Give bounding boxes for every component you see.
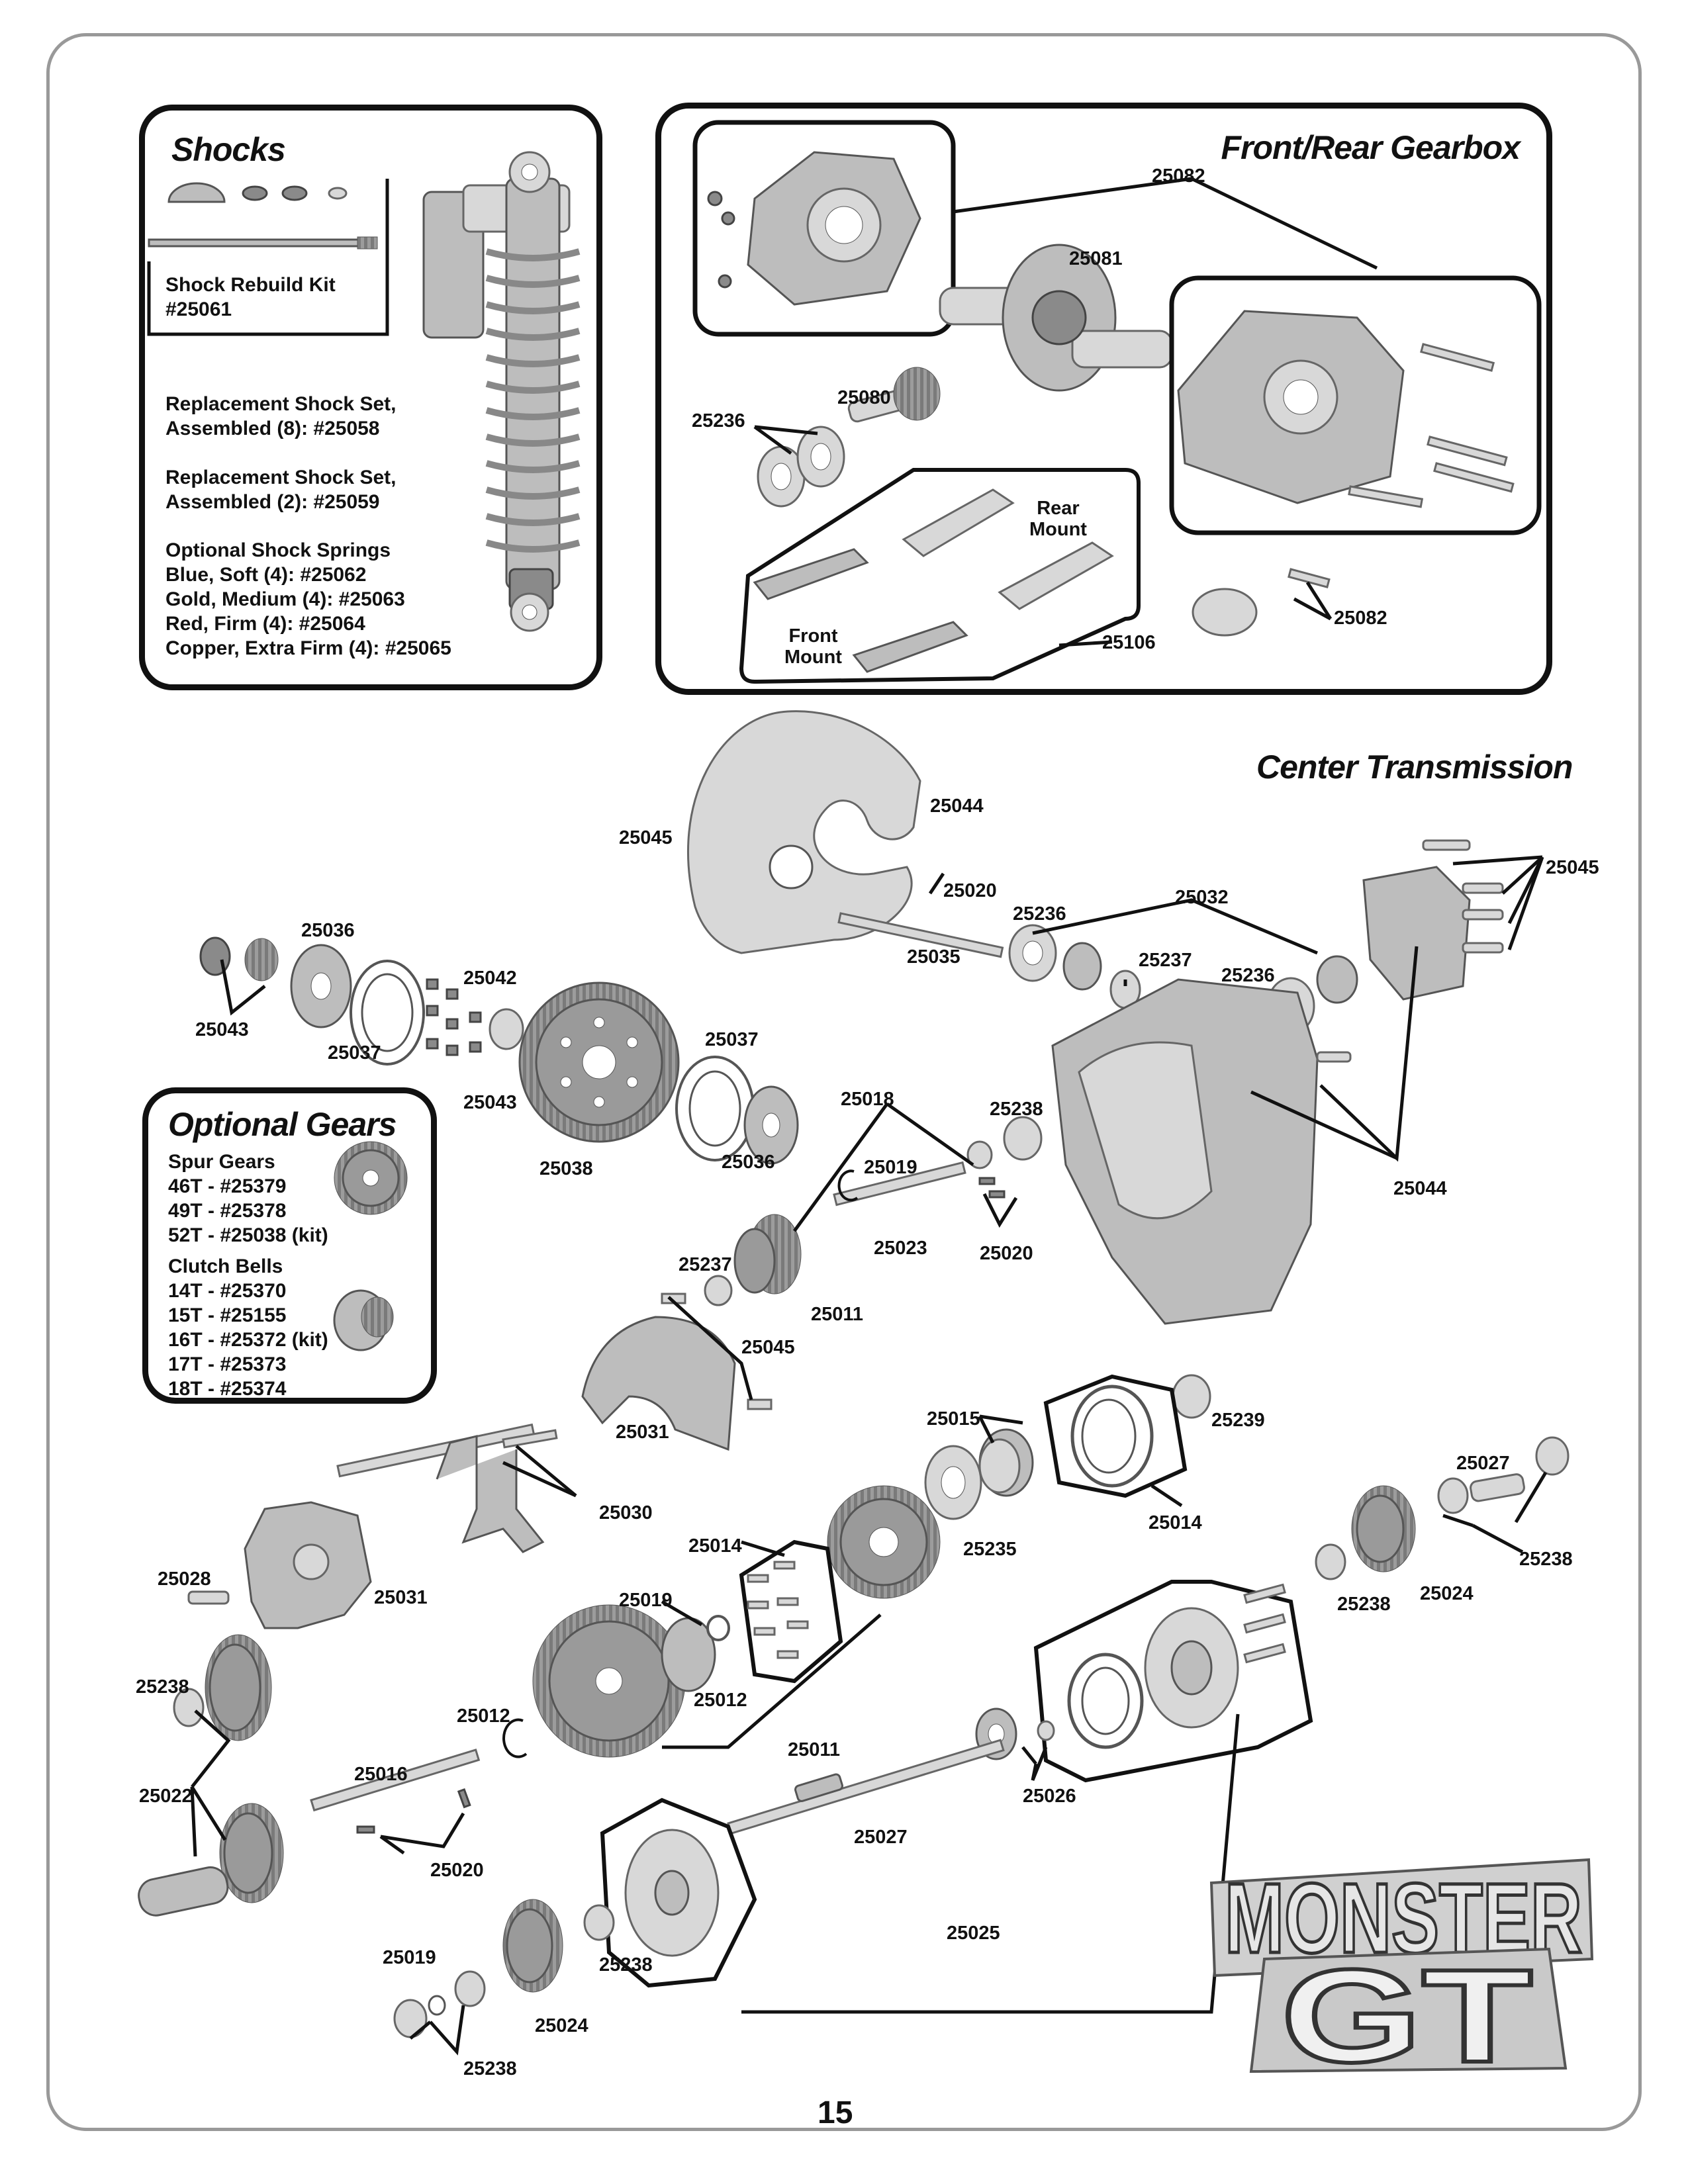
label-25082-top: 25082 <box>1152 165 1205 187</box>
gearbox-pinion-bearings <box>757 367 941 508</box>
label-25106: 25106 <box>1102 632 1156 653</box>
label-25025: 25025 <box>947 1923 1000 1944</box>
gearbox-case-half-left <box>707 151 921 306</box>
shock-springs-text: Optional Shock Springs Blue, Soft (4): #… <box>165 539 451 659</box>
label-25238-b: 25238 <box>1519 1549 1573 1570</box>
label-25236-gearbox: 25236 <box>692 410 745 432</box>
shocks-title: Shocks <box>171 131 286 168</box>
label-25020-a: 25020 <box>943 880 997 901</box>
label-rear-mount: Rear Mount <box>1029 498 1087 540</box>
label-25018: 25018 <box>841 1089 894 1110</box>
label-25011-a: 25011 <box>811 1304 864 1325</box>
label-25238-d: 25238 <box>136 1676 189 1698</box>
label-25023: 25023 <box>874 1238 927 1259</box>
label-25030: 25030 <box>599 1502 653 1524</box>
shock-rebuild-kit-text: Shock Rebuild Kit #25061 <box>165 274 336 320</box>
monster-gt-logo: MONSTER GT <box>1209 1858 1594 2075</box>
label-25238-e: 25238 <box>599 1954 653 1976</box>
label-25027-b: 25027 <box>854 1827 908 1848</box>
label-25238-a: 25238 <box>990 1099 1043 1120</box>
label-25019-a: 25019 <box>864 1157 917 1178</box>
label-25026: 25026 <box>1023 1786 1076 1807</box>
label-25044-a: 25044 <box>930 796 984 817</box>
spur-gears-list: Spur Gears 46T - #25379 49T - #25378 52T… <box>168 1151 328 1246</box>
label-25024-b: 25024 <box>535 2015 588 2036</box>
label-25019-c: 25019 <box>383 1947 436 1968</box>
gearbox-panel: Front/Rear Gearbox <box>655 103 1552 695</box>
gearbox-case-half-right <box>1177 310 1515 508</box>
label-25238-c: 25238 <box>1337 1594 1391 1615</box>
label-25237-b: 25237 <box>679 1254 732 1275</box>
center-transmission-title: Center Transmission <box>1256 749 1573 786</box>
label-25236-b: 25236 <box>1221 965 1275 986</box>
label-25043-a: 25043 <box>195 1019 249 1040</box>
label-25035: 25035 <box>907 946 961 968</box>
label-25012-a: 25012 <box>694 1690 747 1711</box>
label-25032: 25032 <box>1175 887 1229 908</box>
label-25045-a: 25045 <box>619 827 673 848</box>
label-25031-a: 25031 <box>616 1422 669 1443</box>
page-number: 15 <box>818 2095 853 2130</box>
label-25238-f: 25238 <box>463 2058 517 2079</box>
label-25239: 25239 <box>1211 1410 1265 1431</box>
gearbox-mounts <box>753 488 1114 673</box>
label-25011-b: 25011 <box>788 1739 841 1760</box>
label-25012-b: 25012 <box>457 1706 510 1727</box>
label-25020-c: 25020 <box>430 1860 484 1881</box>
label-25042: 25042 <box>463 968 517 989</box>
center-spur-cover-plate <box>687 710 921 954</box>
label-25014-a: 25014 <box>1149 1512 1202 1533</box>
label-25022: 25022 <box>139 1786 193 1807</box>
label-25036-a: 25036 <box>301 920 355 941</box>
label-25037-a: 25037 <box>328 1042 381 1064</box>
label-25031-b: 25031 <box>374 1587 428 1608</box>
label-25019-b: 25019 <box>619 1590 673 1611</box>
shock-set-2-text: Replacement Shock Set, Assembled (2): #2… <box>165 467 397 513</box>
label-25015: 25015 <box>927 1408 980 1430</box>
gearbox-clamp <box>1192 568 1331 637</box>
label-25043-b: 25043 <box>463 1092 517 1113</box>
gearbox-differential <box>939 244 1173 392</box>
label-25045-b: 25045 <box>1546 857 1599 878</box>
label-25020-b: 25020 <box>980 1243 1033 1264</box>
page-frame <box>46 33 1642 2131</box>
label-25037-b: 25037 <box>705 1029 759 1050</box>
gearbox-title: Front/Rear Gearbox <box>1221 129 1521 166</box>
label-25237-a: 25237 <box>1139 950 1192 971</box>
label-25044-b: 25044 <box>1393 1178 1447 1199</box>
shock-set-8-text: Replacement Shock Set, Assembled (8): #2… <box>165 393 397 439</box>
label-25080: 25080 <box>837 387 891 408</box>
label-25014-b: 25014 <box>688 1535 742 1557</box>
label-25036-b: 25036 <box>722 1152 775 1173</box>
optional-gears-panel: Optional Gears Spur Gears 46T - #25379 4… <box>142 1087 437 1404</box>
label-25081: 25081 <box>1069 248 1123 269</box>
label-25236-a: 25236 <box>1013 903 1066 925</box>
label-25082-bottom: 25082 <box>1334 608 1387 629</box>
label-25038: 25038 <box>539 1158 593 1179</box>
label-25024-a: 25024 <box>1420 1583 1474 1604</box>
label-25027-a: 25027 <box>1456 1453 1510 1474</box>
optional-gears-title: Optional Gears <box>168 1106 397 1143</box>
label-25016: 25016 <box>354 1764 408 1785</box>
label-25235: 25235 <box>963 1539 1017 1560</box>
label-25028: 25028 <box>158 1569 211 1590</box>
label-front-mount: Front Mount <box>784 625 842 668</box>
label-25045-c: 25045 <box>741 1337 795 1358</box>
svg-text:GT: GT <box>1281 1942 1532 2075</box>
clutch-bells-list: Clutch Bells 14T - #25370 15T - #25155 1… <box>168 1255 328 1400</box>
